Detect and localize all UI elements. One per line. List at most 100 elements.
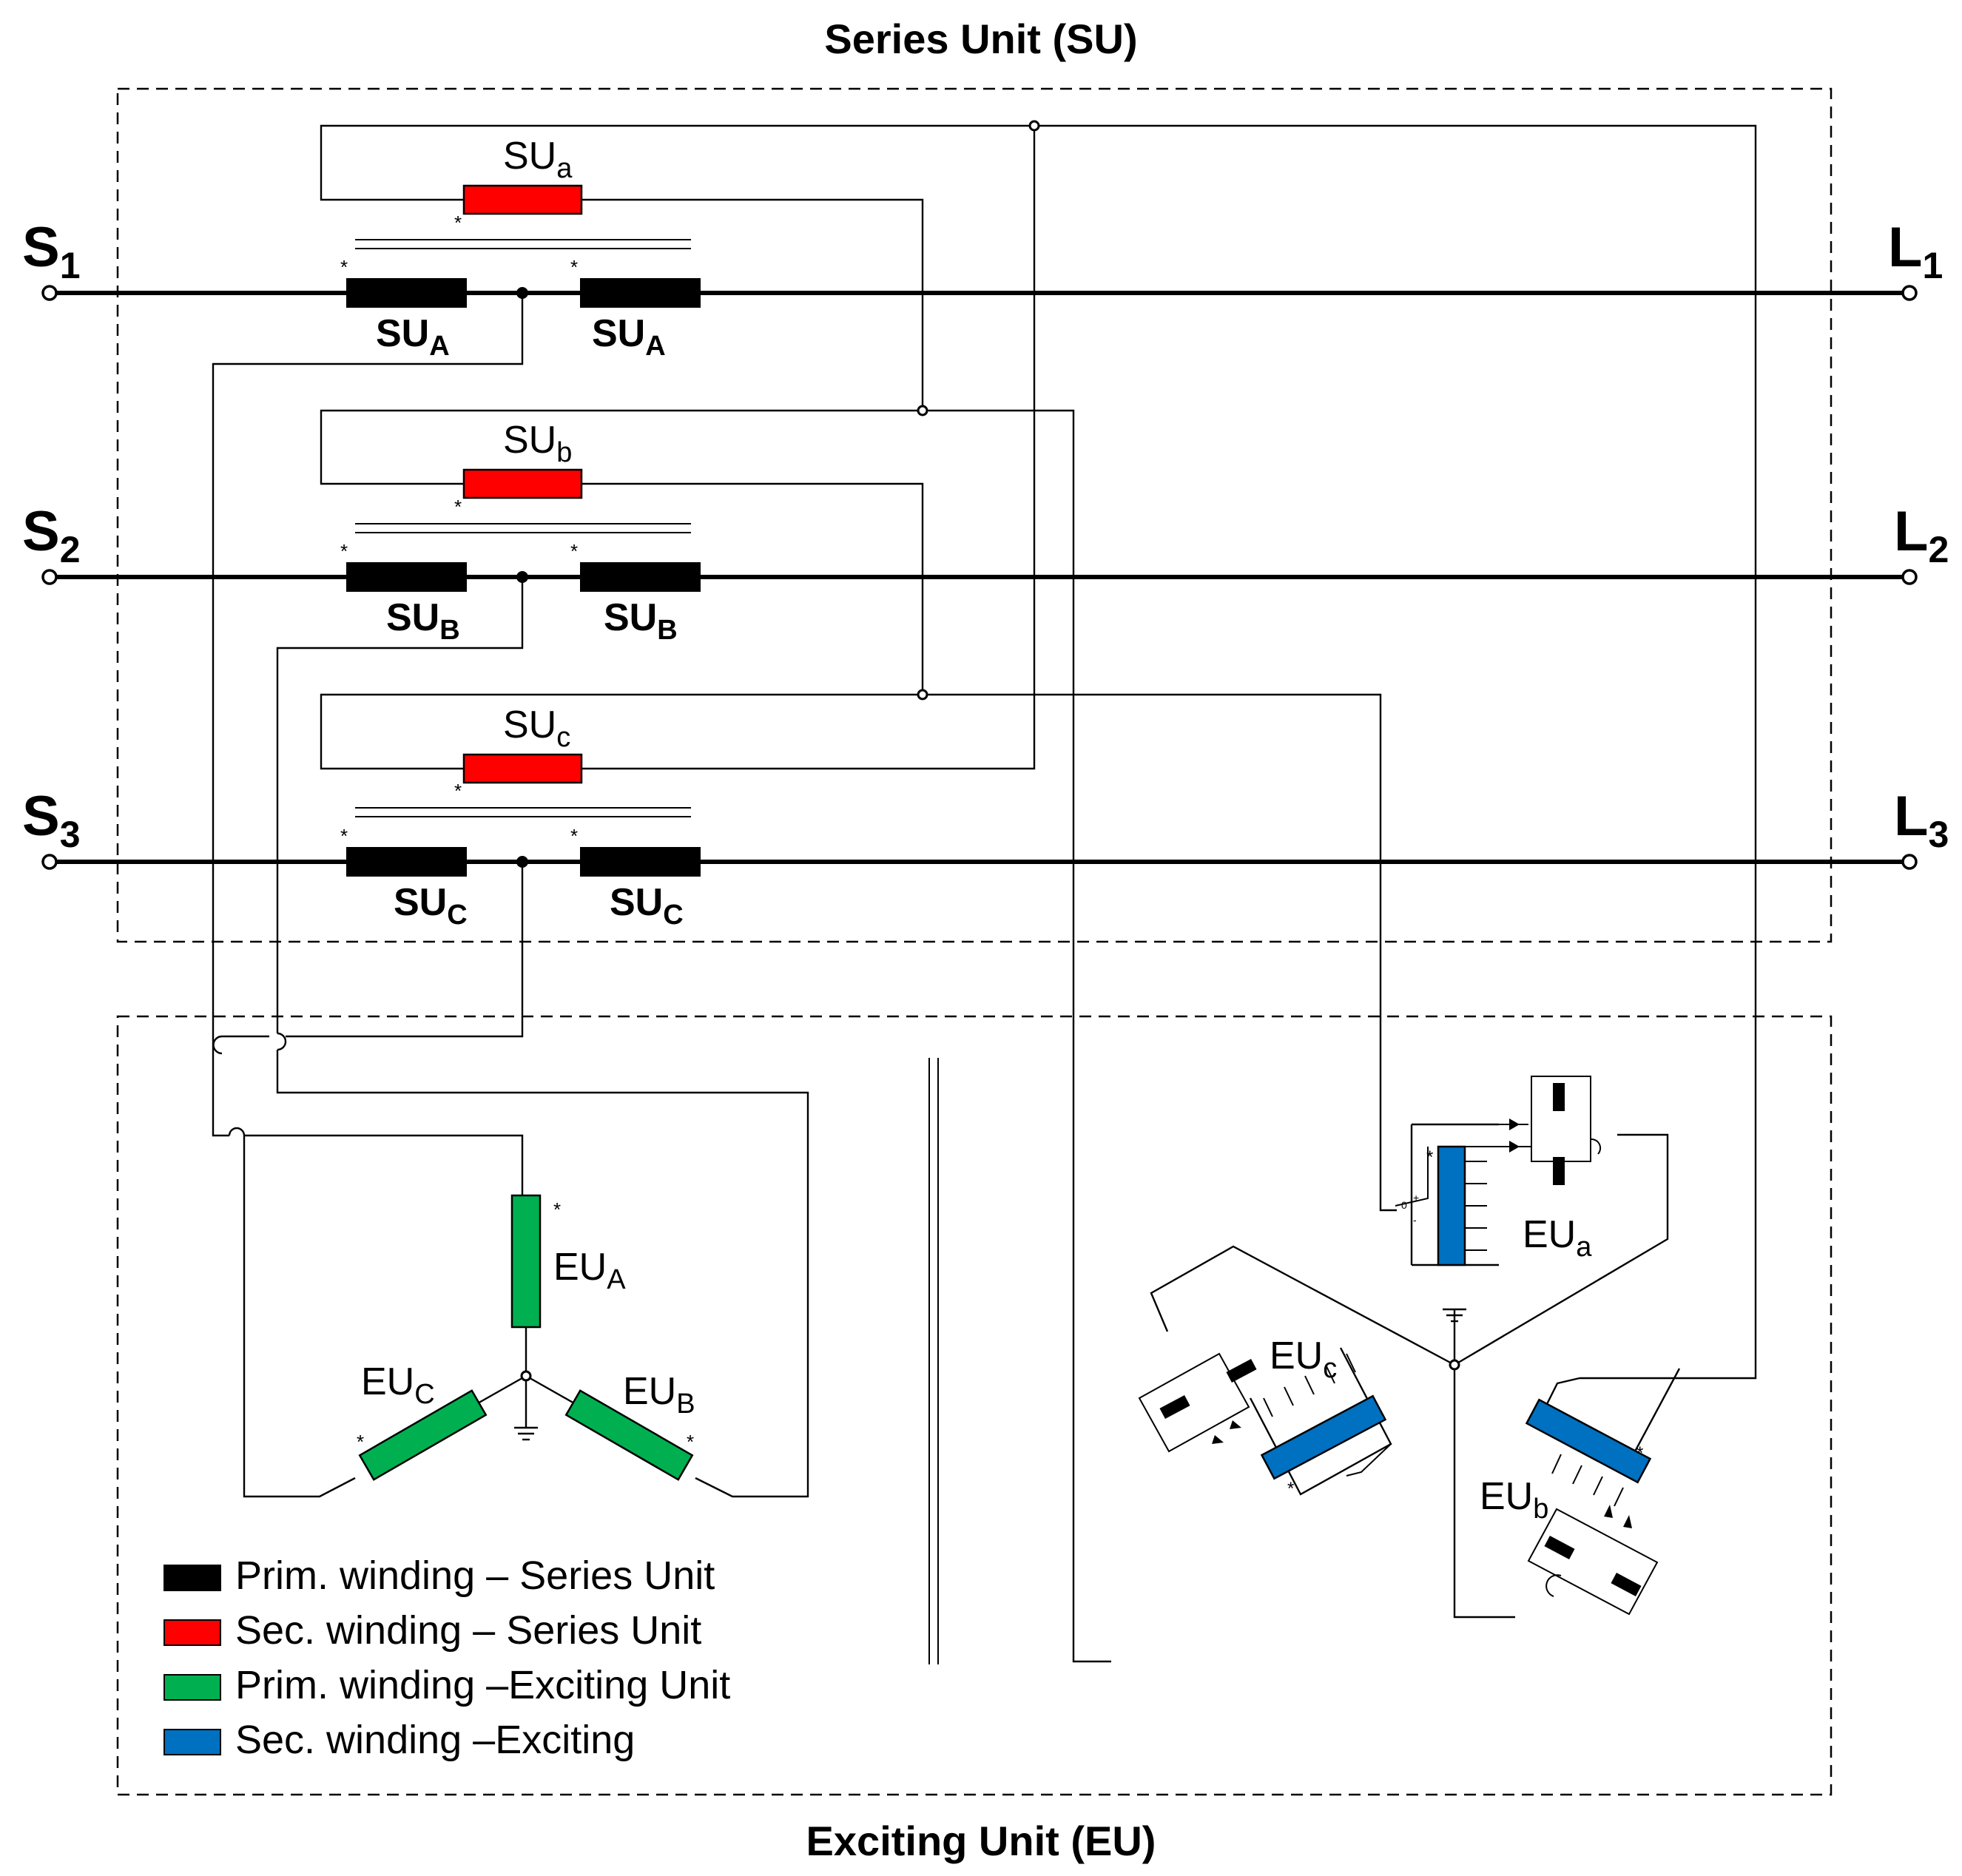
load-label-2: L2 <box>1894 500 1949 570</box>
exciting-unit-frame <box>116 1015 1833 1796</box>
eu-primary-labels: EUA EUC EUB <box>361 1246 695 1420</box>
su-B-to-eu-wire <box>276 1050 809 1498</box>
svg-text:*: * <box>340 825 348 847</box>
legend-item-sec-series: Sec. winding – Series Unit <box>164 1608 701 1653</box>
svg-text:*: * <box>1287 1479 1294 1499</box>
su-C-to-eu-wire <box>212 1035 269 1055</box>
eu-c-label: EUc <box>1270 1335 1337 1384</box>
eu-B-label: EUB <box>623 1370 695 1420</box>
su-A-right-winding <box>580 278 701 308</box>
eu-a-module: 0 + - * <box>1379 1076 1602 1266</box>
su-polarity-marks: * * * * * * * * * <box>340 212 578 847</box>
eu-B-winding <box>564 1389 694 1481</box>
eu-C-winding <box>358 1389 488 1481</box>
eu-A-winding <box>510 1194 542 1329</box>
terminals <box>41 285 1918 870</box>
eu-primary-polarity-marks: * * * <box>357 1198 694 1453</box>
su-a-winding <box>462 184 583 215</box>
svg-text:0: 0 <box>1401 1199 1407 1211</box>
su-B-left-winding <box>346 562 467 592</box>
eu-primary-star <box>476 1320 576 1441</box>
su-a-secondary-wiring <box>320 124 1757 1380</box>
svg-text:*: * <box>454 780 462 802</box>
svg-text:+: + <box>1413 1192 1419 1204</box>
su-B-right-label: SUB <box>604 596 678 646</box>
svg-text:*: * <box>340 256 348 278</box>
su-C-right-winding <box>580 847 701 877</box>
svg-text:*: * <box>454 212 462 234</box>
su-C-left-winding <box>346 847 467 877</box>
su-C-midpoint-wire <box>286 862 524 1038</box>
eu-c-winding <box>1260 1394 1387 1480</box>
legend-item-prim-exciting: Prim. winding –Exciting Unit <box>164 1663 730 1707</box>
legend-label-sec-series: Sec. winding – Series Unit <box>235 1608 701 1653</box>
eu-C-label: EUC <box>361 1360 435 1410</box>
svg-text:*: * <box>687 1431 694 1453</box>
su-b-label: SUb <box>503 419 572 468</box>
eu-A-label: EUA <box>553 1246 626 1295</box>
legend-label-prim-exciting: Prim. winding –Exciting Unit <box>235 1663 730 1707</box>
source-label-3: S3 <box>22 785 81 855</box>
legend-item-sec-exciting: Sec. winding –Exciting <box>164 1718 635 1762</box>
source-label-1: S1 <box>22 216 81 286</box>
series-unit-frame <box>116 87 1833 943</box>
su-C-left-label: SUC <box>394 881 468 931</box>
su-B-midpoint-wire <box>276 577 524 1033</box>
legend-item-prim-series: Prim. winding – Series Unit <box>164 1553 715 1598</box>
exciting-unit-title: Exciting Unit (EU) <box>806 1818 1156 1864</box>
su-A-midpoint-wire <box>212 293 524 1137</box>
legend-swatch-sec-exciting <box>164 1729 221 1755</box>
legend-label-sec-exciting: Sec. winding –Exciting <box>235 1718 635 1762</box>
su-c-secondary-wiring <box>320 693 1382 1206</box>
su-cores <box>355 239 691 817</box>
su-B-left-label: SUB <box>386 596 460 646</box>
su-C-right-label: SUC <box>610 881 684 931</box>
su-primary-labels: SUA SUA SUB SUB SUC SUC <box>376 312 684 931</box>
su-B-right-winding <box>580 562 701 592</box>
svg-text:*: * <box>553 1198 561 1221</box>
source-terminal-labels: S1 S2 S3 <box>22 216 81 855</box>
legend-swatch-prim-series <box>164 1565 221 1591</box>
su-b-winding <box>462 468 583 499</box>
su-b-secondary-return <box>581 482 924 695</box>
su-a-secondary-return <box>581 198 924 411</box>
load-label-3: L3 <box>1894 785 1949 855</box>
svg-text:*: * <box>570 825 578 847</box>
svg-text:*: * <box>1636 1443 1643 1463</box>
eu-secondary-star <box>1150 1133 1669 1619</box>
su-secondary-labels: SUa SUb SUc <box>503 135 573 753</box>
eu-a-label: EUa <box>1523 1213 1592 1263</box>
legend-swatch-prim-exciting <box>164 1674 221 1701</box>
su-C-down-wire <box>243 1136 356 1498</box>
load-label-1: L1 <box>1888 216 1943 286</box>
su-A-to-eu-wire <box>244 1134 524 1195</box>
svg-text:*: * <box>357 1431 364 1453</box>
eu-a-winding <box>1437 1145 1466 1266</box>
legend: Prim. winding – Series Unit Sec. winding… <box>164 1553 730 1762</box>
su-c-winding <box>462 753 583 784</box>
svg-text:*: * <box>340 540 348 562</box>
svg-text:*: * <box>570 540 578 562</box>
legend-swatch-sec-series <box>164 1619 221 1646</box>
su-A-right-label: SUA <box>592 312 666 362</box>
su-B-hop <box>277 1032 287 1051</box>
eu-c-module: * <box>1138 1347 1392 1499</box>
svg-text:*: * <box>570 256 578 278</box>
svg-text:*: * <box>1426 1147 1433 1167</box>
su-junctions <box>516 120 1040 868</box>
legend-label-prim-series: Prim. winding – Series Unit <box>235 1553 715 1598</box>
eu-b-winding <box>1525 1398 1652 1484</box>
su-c-secondary-return <box>581 126 1036 770</box>
su-c-label: SUc <box>503 704 570 753</box>
load-terminal-labels: L1 L2 L3 <box>1888 216 1949 855</box>
eu-b-label: EUb <box>1480 1475 1548 1525</box>
source-label-2: S2 <box>22 500 81 570</box>
eu-hop-arc <box>228 1127 246 1136</box>
svg-text:-: - <box>1413 1214 1417 1226</box>
su-A-left-label: SUA <box>376 312 450 362</box>
svg-text:*: * <box>454 496 462 518</box>
su-a-label: SUa <box>503 135 573 184</box>
eu-b-module: * <box>1525 1368 1681 1616</box>
series-unit-title: Series Unit (SU) <box>824 16 1137 62</box>
